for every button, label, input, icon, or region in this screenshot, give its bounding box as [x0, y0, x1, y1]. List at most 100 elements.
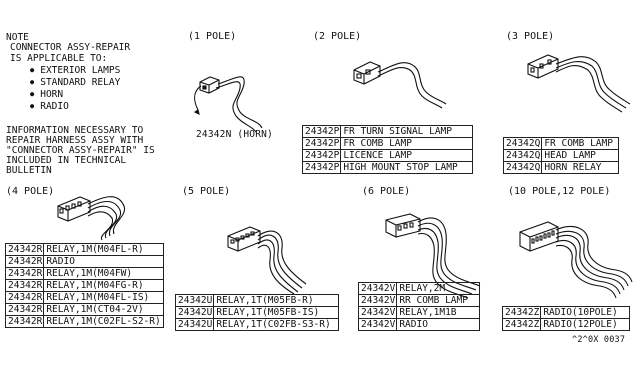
part-description: LICENCE LAMP	[340, 149, 474, 162]
part-number: 24342V	[357, 318, 398, 331]
part-description: RELAY,1T(M05FB-IS)	[213, 306, 340, 319]
part-number: 24342V	[357, 306, 398, 319]
note-bullet-radio: RADIO	[30, 101, 69, 113]
part-description: RADIO(10POLE)	[540, 306, 631, 319]
pole2-title: (2 POLE)	[313, 31, 362, 42]
part-description: RR COMB LAMP	[396, 294, 481, 307]
part-description: HIGH MOUNT STOP LAMP	[340, 161, 474, 174]
pole10-title: (10 POLE,12 POLE)	[508, 186, 611, 197]
info-line-4: INCLUDED IN TECHNICAL	[6, 155, 127, 166]
part-number: 24342P	[301, 149, 342, 162]
part-number: 24342R	[4, 243, 45, 256]
note-title: NOTE	[6, 32, 29, 43]
part-description: RELAY,1M(M04FL-R)	[43, 243, 164, 256]
part-description: FR COMB LAMP	[340, 137, 474, 150]
part-number: 24342R	[4, 267, 45, 280]
part-description: RELAY,1M(CT04-2V)	[43, 303, 164, 316]
two-pole-connector-icon	[353, 61, 447, 109]
part-number: 24342U	[174, 306, 215, 319]
part-number: 24342P	[301, 137, 342, 150]
note-bullet-standard-relay: STANDARD RELAY	[30, 77, 120, 89]
three-pole-connector-icon	[527, 54, 631, 113]
part-description: RELAY,1T(M05FB-R)	[213, 294, 340, 307]
info-line-1: INFORMATION NECESSARY TO	[6, 125, 144, 136]
part-number: 24342R	[4, 291, 45, 304]
part-description: RELAY,1M1B	[396, 306, 481, 319]
pole5-title: (5 POLE)	[182, 186, 231, 197]
part-number: 24342R	[4, 279, 45, 292]
part-number: 24342P	[301, 161, 342, 174]
part-number: 24342Q	[502, 137, 543, 150]
part-number: 24342R	[4, 303, 45, 316]
five-pole-connector-icon	[227, 226, 307, 295]
part-description: RADIO(12POLE)	[540, 318, 631, 331]
part-description: HEAD LAMP	[541, 149, 620, 162]
diagram-code: ^2^0X 0037	[572, 335, 626, 345]
four-pole-connector-icon	[57, 196, 126, 241]
note-line-1: CONNECTOR ASSY-REPAIR	[10, 42, 131, 53]
part-number: 24342Q	[502, 149, 543, 162]
part-number: 24342V	[357, 294, 398, 307]
part-number: 24342U	[174, 294, 215, 307]
part-number: 24342Z	[501, 318, 542, 331]
part-description: RELAY,1M(M04FL-IS)	[43, 291, 164, 304]
part-number: 24342Q	[502, 161, 543, 174]
part-description: RADIO	[396, 318, 481, 331]
pole1-title: (1 POLE)	[188, 31, 237, 42]
part-description: FR TURN SIGNAL LAMP	[340, 125, 474, 138]
part-number: 24342U	[174, 318, 215, 331]
pole1-part-label: 24342N (HORN)	[196, 129, 273, 140]
part-description: RELAY,1M(M04FW)	[43, 267, 164, 280]
part-description: RADIO	[43, 255, 164, 268]
pole3-title: (3 POLE)	[506, 31, 555, 42]
part-number: 24342P	[301, 125, 342, 138]
pole4-title: (4 POLE)	[6, 186, 55, 197]
part-description: RELAY,1T(C02FB-S3-R)	[213, 318, 340, 331]
part-description: RELAY,1M(M04FG-R)	[43, 279, 164, 292]
part-number: 24342Z	[501, 306, 542, 319]
part-number: 24342R	[4, 315, 45, 328]
part-description: FR COMB LAMP	[541, 137, 620, 150]
part-description: HORN RELAY	[541, 161, 620, 174]
one-pole-connector-icon	[193, 76, 263, 133]
note-bullet-horn: HORN	[30, 89, 63, 101]
info-line-5: BULLETIN	[6, 165, 52, 176]
pole6-title: (6 POLE)	[362, 186, 411, 197]
info-line-2: REPAIR HARNESS ASSY WITH	[6, 135, 144, 146]
part-description: RELAY,2M	[396, 282, 481, 295]
ten-twelve-pole-connector-icon	[519, 221, 633, 299]
part-number: 24342R	[4, 255, 45, 268]
note-line-2: IS APPLICABLE TO:	[10, 53, 108, 64]
note-bullet-exterior-lamps: EXTERIOR LAMPS	[30, 65, 120, 77]
part-number: 24342V	[357, 282, 398, 295]
